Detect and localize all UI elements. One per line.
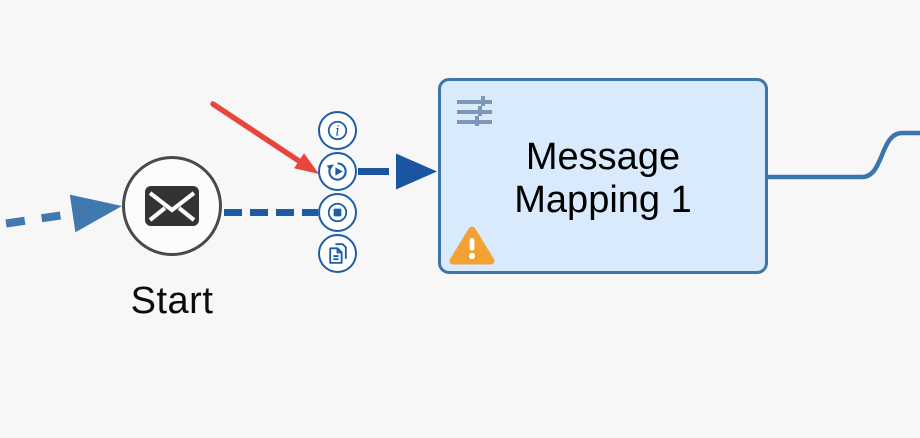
run-once-icon [326,162,347,181]
run-button[interactable] [318,152,357,191]
copy-icon [329,243,347,264]
warning-icon[interactable] [449,224,495,266]
start-node-label: Start [130,280,214,322]
run-to-mapping-arrowhead [396,153,437,190]
svg-text:i: i [335,123,339,139]
stop-icon [327,202,348,223]
info-icon: i [327,120,348,141]
run-to-mapping-connector[interactable] [358,153,437,190]
stop-button[interactable] [318,193,357,232]
copy-button[interactable] [318,234,357,273]
outgoing-connector-path [766,130,920,180]
start-node[interactable] [122,156,222,256]
outgoing-connector[interactable] [766,130,920,180]
node-label-line2: Mapping 1 [514,179,692,221]
sliders-icon [457,96,492,126]
message-mapping-node[interactable]: Message Mapping 1 [438,78,768,274]
envelope-icon [145,186,199,226]
node-label: Message Mapping 1 [441,136,765,222]
info-button[interactable]: i [318,111,357,150]
node-label-line1: Message [525,136,681,178]
incoming-connector[interactable] [5,194,122,233]
incoming-connector-dashes [5,209,75,228]
incoming-connector-arrowhead [69,194,122,233]
